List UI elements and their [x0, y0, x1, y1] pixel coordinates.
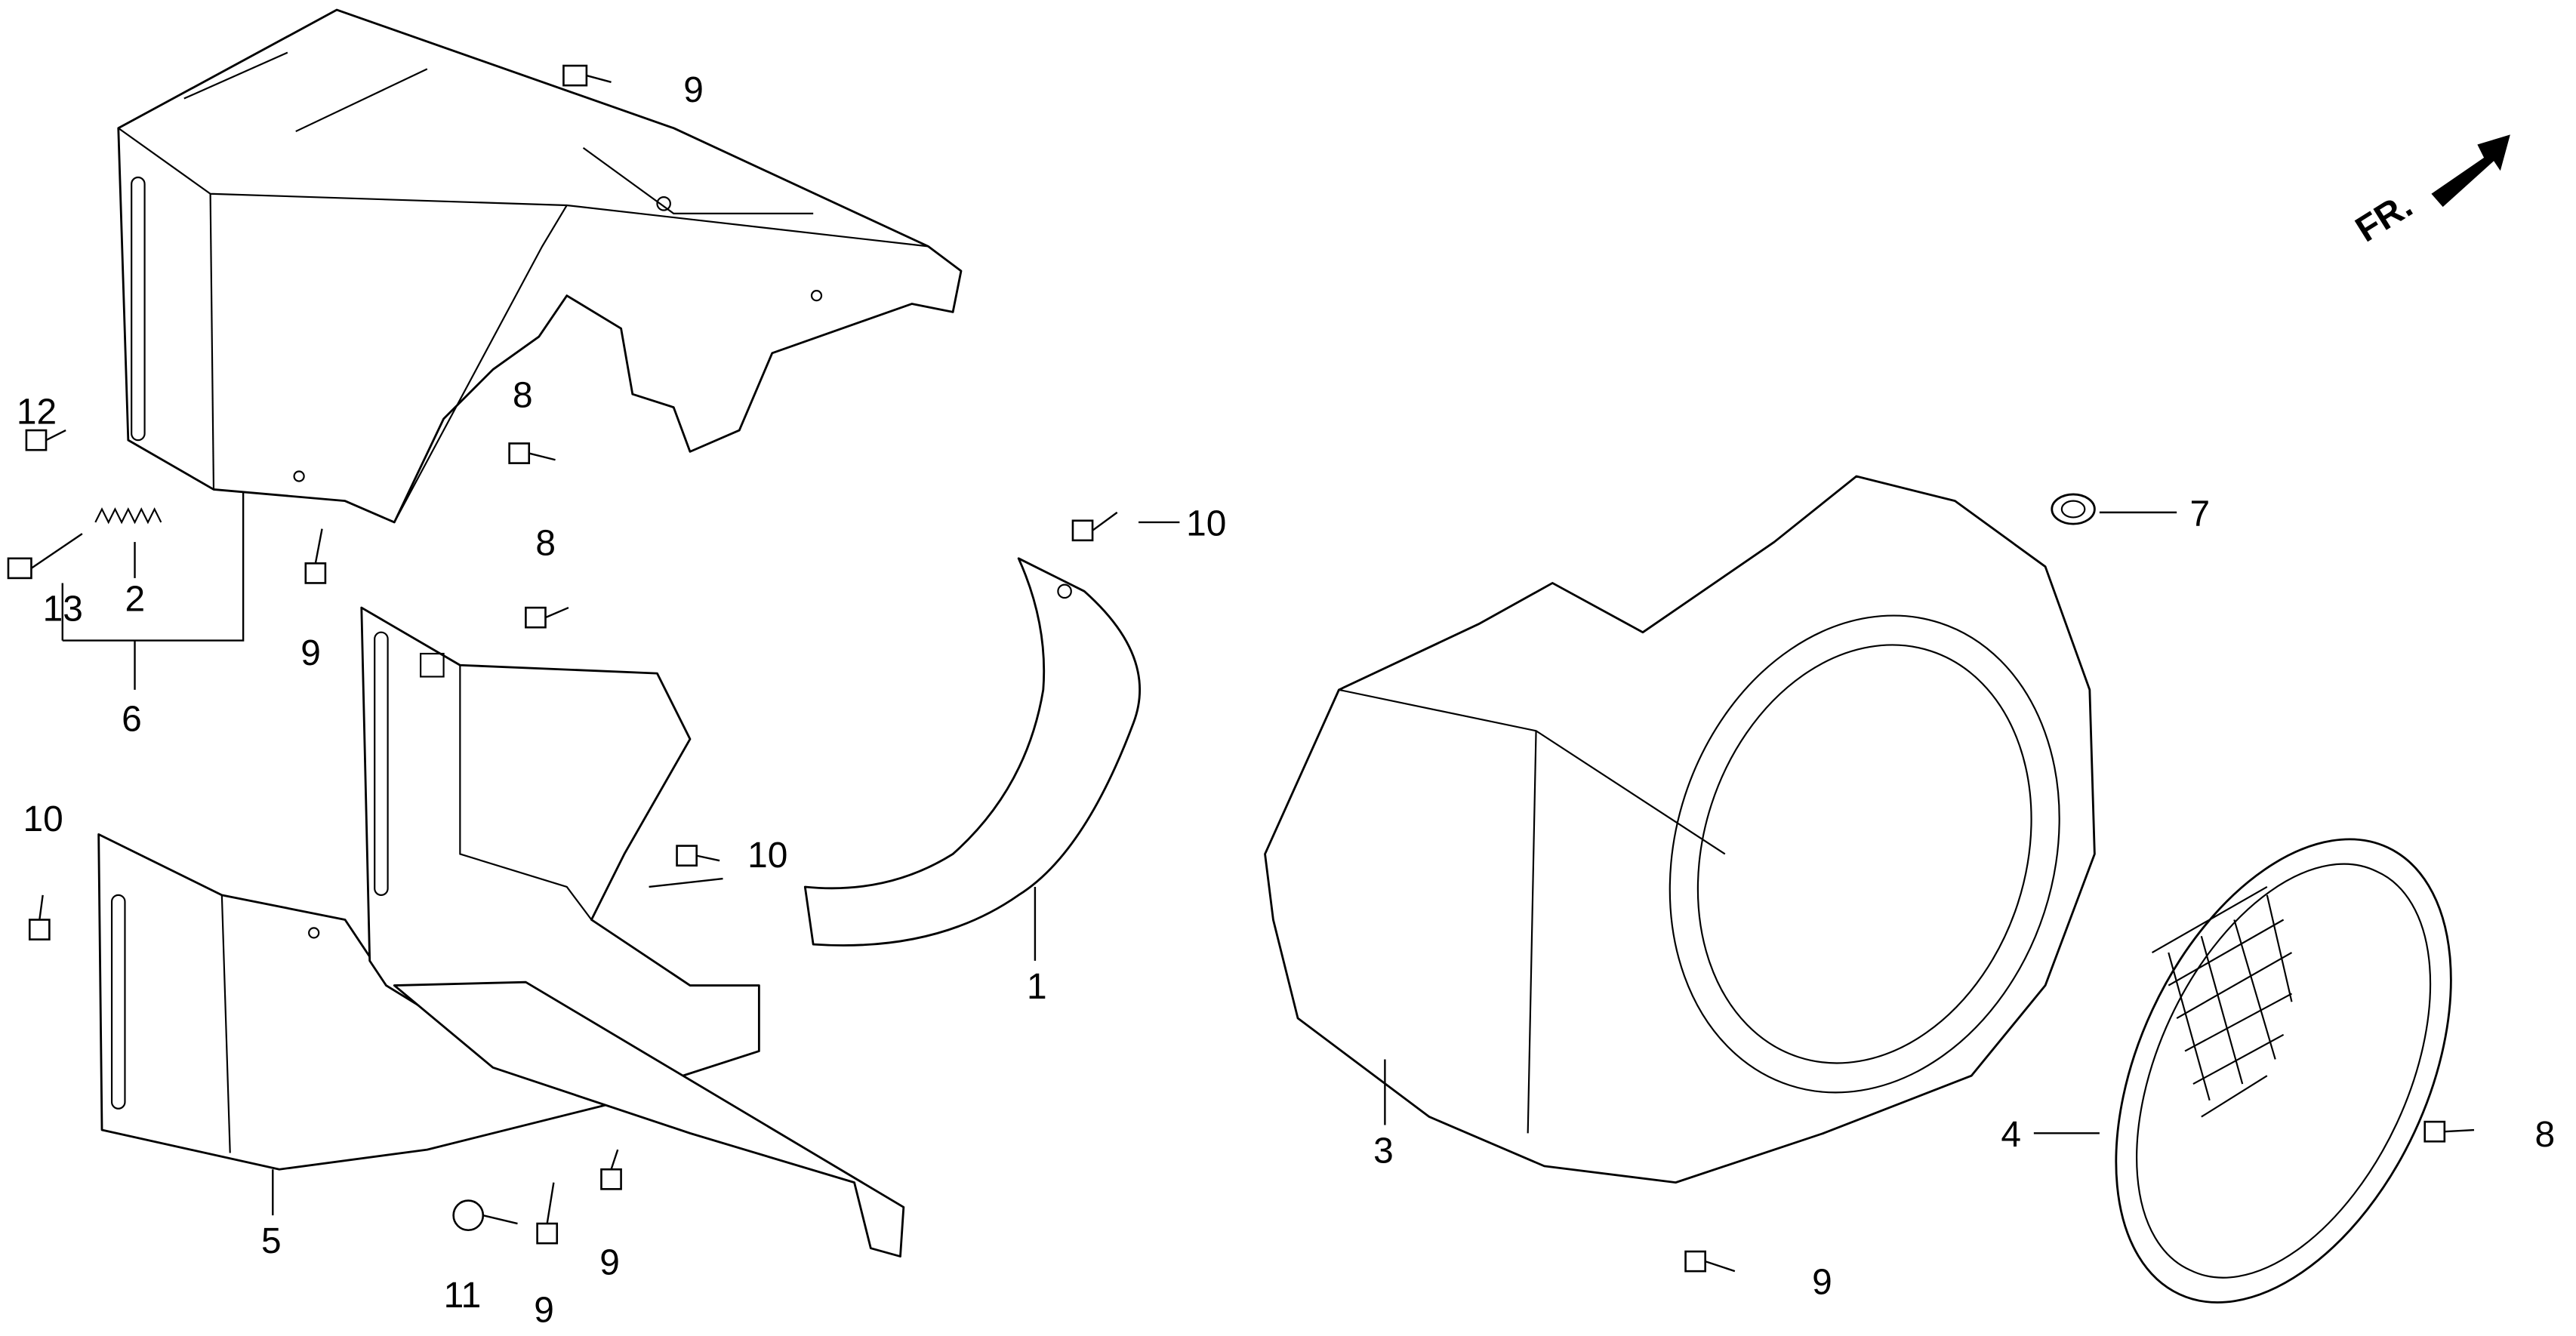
bolt-icon: [28, 894, 51, 940]
callout-10: 10: [23, 799, 63, 839]
callout-4: 4: [2001, 1115, 2021, 1155]
callout-7: 7: [2190, 494, 2211, 534]
callout-6: 6: [122, 699, 142, 739]
callout-10: 10: [1186, 503, 1226, 543]
curved-air-guide: [803, 557, 1142, 947]
fan-cover-screen: [2115, 838, 2452, 1304]
callout-2: 2: [125, 579, 145, 619]
front-direction-label: FR.: [2349, 186, 2419, 251]
clip-icon: [452, 1199, 518, 1232]
callout-12: 12: [17, 392, 57, 432]
spring-icon: [94, 507, 162, 525]
upper-air-guide-shroud: [117, 8, 963, 524]
screw-icon: [7, 533, 83, 580]
bolt-icon: [676, 845, 720, 867]
bolt-icon: [304, 528, 327, 584]
bolt-icon: [2423, 1120, 2475, 1143]
callout-8: 8: [535, 523, 556, 563]
callout-3: 3: [1373, 1131, 1394, 1171]
bolt-icon: [536, 1182, 559, 1245]
fan-cover: [1264, 475, 2096, 1184]
callout-9: 9: [300, 633, 321, 673]
bolt-icon: [525, 606, 569, 629]
bolt-icon: [25, 429, 66, 451]
bolt-icon: [562, 64, 612, 87]
callout-11: 11: [444, 1276, 482, 1316]
callout-8: 8: [2535, 1115, 2556, 1155]
grommet: [2051, 493, 2096, 525]
bolt-icon: [600, 1149, 622, 1190]
callout-9: 9: [1812, 1263, 1832, 1303]
callout-9: 9: [683, 70, 704, 110]
callout-5: 5: [261, 1221, 282, 1261]
callout-9: 9: [599, 1242, 620, 1282]
bolt-icon: [508, 442, 556, 464]
bolt-icon: [1684, 1250, 1736, 1273]
callout-13: 13: [43, 589, 83, 629]
bolt-icon: [1071, 511, 1118, 542]
callout-1: 1: [1027, 967, 1047, 1007]
callout-10: 10: [747, 836, 787, 876]
front-direction-arrow-icon: FR.: [2349, 134, 2510, 250]
callout-8: 8: [513, 376, 533, 416]
middle-air-guide: [360, 606, 905, 1258]
callout-9: 9: [534, 1291, 554, 1331]
